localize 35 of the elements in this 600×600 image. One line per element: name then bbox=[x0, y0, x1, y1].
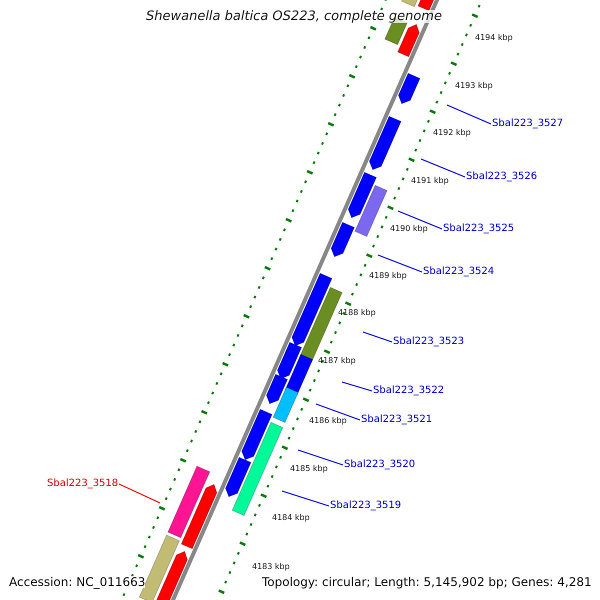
scale-label: 4184 kbp bbox=[272, 514, 310, 522]
scale-label: 4194 kbp bbox=[475, 34, 513, 42]
gene-label: Sbal223_3522 bbox=[373, 386, 444, 396]
leader-line bbox=[378, 254, 422, 272]
leader-line bbox=[298, 450, 344, 466]
footer-note: Accession: NC_011663 bbox=[9, 576, 146, 588]
scale-label: 4183 kbp bbox=[252, 563, 290, 571]
scale-label: 4186 kbp bbox=[309, 417, 347, 425]
gene-label: Sbal223_3521 bbox=[361, 415, 432, 425]
gene-label: Sbal223_3523 bbox=[393, 337, 464, 347]
leader-line bbox=[446, 104, 492, 124]
leader-line bbox=[316, 404, 360, 420]
scale-label: 4189 kbp bbox=[369, 272, 407, 280]
gene-label: Sbal223_3526 bbox=[466, 172, 538, 182]
footer-note: Topology: circular; Length: 5,145,902 bp; Genes: 4,281 bbox=[262, 576, 592, 588]
title: Shewanella baltica OS223, complete genome bbox=[146, 10, 442, 23]
scale-label: 4185 kbp bbox=[290, 465, 328, 473]
leader-line bbox=[362, 332, 392, 342]
leader-line bbox=[282, 490, 330, 506]
gene-label: Sbal223_3524 bbox=[423, 267, 494, 277]
scale-label: 4190 kbp bbox=[390, 225, 428, 233]
gene-label: Sbal223_3527 bbox=[492, 119, 564, 129]
leader-line bbox=[398, 210, 442, 230]
scale-label: 4191 kbp bbox=[411, 177, 449, 185]
leader-line bbox=[118, 484, 160, 504]
leader-line bbox=[342, 382, 372, 392]
scale-label: 4193 kbp bbox=[455, 82, 493, 90]
gene-label: Sbal223_3520 bbox=[344, 460, 416, 470]
scale-label: 4192 kbp bbox=[433, 129, 471, 137]
leader-line bbox=[420, 158, 466, 178]
gene-label: Sbal223_3518 bbox=[47, 479, 118, 489]
scale-label: 4187 kbp bbox=[318, 357, 356, 365]
gene-label: Sbal223_3519 bbox=[330, 501, 402, 511]
scale-label: 4188 kbp bbox=[338, 309, 376, 317]
gene-label: Sbal223_3525 bbox=[443, 224, 514, 234]
